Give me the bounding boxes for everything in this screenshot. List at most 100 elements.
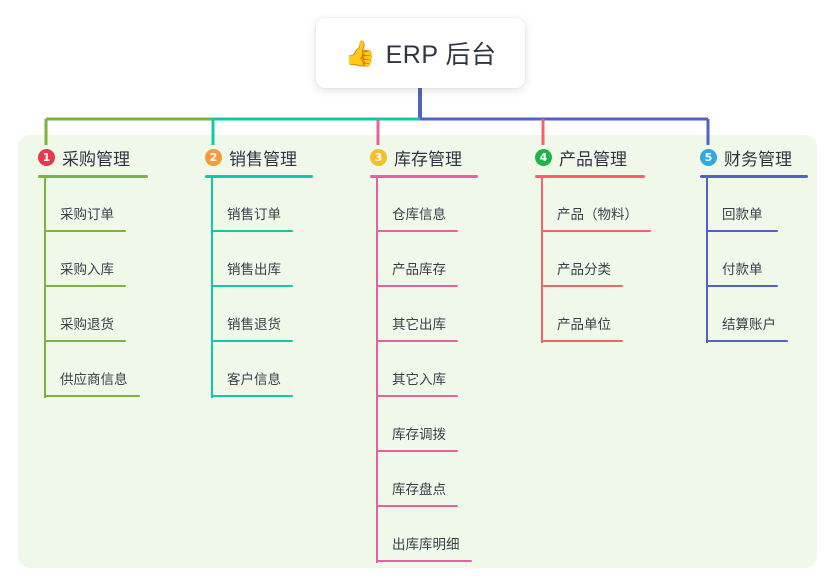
- leaf-node[interactable]: 其它出库: [370, 288, 478, 343]
- branch-spine: [376, 178, 378, 563]
- leaf-node[interactable]: 采购订单: [38, 178, 148, 233]
- leaf-label: 出库库明细: [392, 537, 460, 552]
- branch-children: 回款单付款单结算账户: [700, 178, 808, 343]
- branch-header-5[interactable]: 5 财务管理: [700, 145, 808, 169]
- branch-number-badge: 4: [535, 148, 552, 166]
- leaf-node[interactable]: 仓库信息: [370, 178, 478, 233]
- leaf-label: 库存调拨: [392, 427, 446, 442]
- leaf-label: 付款单: [722, 262, 763, 277]
- branch-title: 采购管理: [62, 149, 130, 169]
- diagram-canvas: [18, 135, 817, 568]
- leaf-rule: [541, 340, 623, 342]
- leaf-rule: [211, 230, 293, 232]
- branch-column-5: 5 财务管理回款单付款单结算账户: [700, 145, 808, 343]
- leaf-node[interactable]: 产品分类: [535, 233, 645, 288]
- root-node-content: 👍 ERP 后台: [344, 35, 496, 71]
- thumbs-up-icon: 👍: [344, 38, 376, 68]
- leaf-node[interactable]: 产品单位: [535, 288, 645, 343]
- leaf-label: 销售退货: [227, 317, 281, 332]
- leaf-label: 客户信息: [227, 372, 281, 387]
- branch-title: 财务管理: [724, 149, 792, 169]
- leaf-label: 产品（物料）: [557, 207, 638, 222]
- leaf-label: 其它入库: [392, 372, 446, 387]
- leaf-node[interactable]: 产品库存: [370, 233, 478, 288]
- leaf-node[interactable]: 采购入库: [38, 233, 148, 288]
- branch-header-rule: [370, 175, 478, 178]
- root-node[interactable]: 👍 ERP 后台: [316, 18, 525, 88]
- branch-title: 产品管理: [559, 149, 627, 169]
- leaf-node[interactable]: 库存调拨: [370, 398, 478, 453]
- branch-header-rule: [535, 175, 645, 178]
- root-title: ERP 后台: [385, 41, 497, 69]
- branch-header-rule: [38, 175, 148, 178]
- leaf-rule: [376, 395, 458, 397]
- branch-number-badge: 1: [38, 148, 55, 166]
- leaf-label: 销售订单: [227, 207, 281, 222]
- leaf-label: 采购退货: [60, 317, 114, 332]
- branch-children: 产品（物料） 产品分类产品单位: [535, 178, 651, 343]
- branch-spine: [44, 178, 46, 398]
- leaf-label: 采购订单: [60, 207, 114, 222]
- leaf-label: 仓库信息: [392, 207, 446, 222]
- leaf-node[interactable]: 销售订单: [205, 178, 313, 233]
- leaf-label: 回款单: [722, 207, 763, 222]
- branch-header-4[interactable]: 4 产品管理: [535, 145, 645, 169]
- leaf-rule: [706, 340, 788, 342]
- branch-column-4: 4 产品管理产品（物料） 产品分类产品单位: [535, 145, 651, 343]
- branch-children: 销售订单销售出库销售退货客户信息: [205, 178, 313, 398]
- leaf-rule: [211, 340, 293, 342]
- leaf-label: 产品单位: [557, 317, 611, 332]
- leaf-rule: [211, 395, 293, 397]
- leaf-rule: [541, 285, 623, 287]
- leaf-rule: [44, 230, 126, 232]
- leaf-label: 供应商信息: [60, 372, 128, 387]
- branch-header-1[interactable]: 1 采购管理: [38, 145, 148, 169]
- leaf-label: 结算账户: [722, 317, 776, 332]
- leaf-rule: [376, 505, 458, 507]
- branch-column-1: 1 采购管理采购订单采购入库采购退货供应商信息: [38, 145, 148, 398]
- leaf-node[interactable]: 其它入库: [370, 343, 478, 398]
- leaf-node[interactable]: 付款单: [700, 233, 808, 288]
- leaf-node[interactable]: 回款单: [700, 178, 808, 233]
- leaf-label: 产品库存: [392, 262, 446, 277]
- leaf-node[interactable]: 库存盘点: [370, 453, 478, 508]
- leaf-node[interactable]: 供应商信息: [38, 343, 148, 398]
- leaf-rule: [376, 285, 458, 287]
- leaf-rule: [376, 340, 458, 342]
- branch-number-badge: 3: [370, 148, 387, 166]
- leaf-node[interactable]: 出库库明细: [370, 508, 478, 563]
- leaf-label: 采购入库: [60, 262, 114, 277]
- leaf-label: 库存盘点: [392, 482, 446, 497]
- leaf-node[interactable]: 销售出库: [205, 233, 313, 288]
- branch-header-rule: [205, 175, 313, 178]
- branch-title: 销售管理: [229, 149, 297, 169]
- leaf-label: 其它出库: [392, 317, 446, 332]
- leaf-rule: [706, 285, 778, 287]
- branch-title: 库存管理: [394, 149, 462, 169]
- leaf-rule: [376, 450, 458, 452]
- leaf-rule: [44, 285, 126, 287]
- branch-children: 采购订单采购入库采购退货供应商信息: [38, 178, 148, 398]
- branch-children: 仓库信息产品库存其它出库其它入库库存调拨库存盘点出库库明细: [370, 178, 478, 563]
- leaf-node[interactable]: 采购退货: [38, 288, 148, 343]
- leaf-rule: [706, 230, 778, 232]
- branch-column-3: 3 库存管理仓库信息产品库存其它出库其它入库库存调拨库存盘点出库库明细: [370, 145, 478, 563]
- leaf-rule: [376, 560, 472, 562]
- leaf-label: 产品分类: [557, 262, 611, 277]
- leaf-label: 销售出库: [227, 262, 281, 277]
- leaf-node[interactable]: 客户信息: [205, 343, 313, 398]
- branch-spine: [211, 178, 213, 398]
- leaf-node[interactable]: 产品（物料）: [535, 178, 651, 233]
- leaf-rule: [376, 230, 458, 232]
- leaf-node[interactable]: 销售退货: [205, 288, 313, 343]
- branch-header-3[interactable]: 3 库存管理: [370, 145, 478, 169]
- leaf-rule: [44, 395, 140, 397]
- leaf-rule: [541, 230, 651, 232]
- leaf-node[interactable]: 结算账户: [700, 288, 808, 343]
- branch-spine: [706, 178, 708, 343]
- branch-number-badge: 5: [700, 148, 717, 166]
- leaf-rule: [211, 285, 293, 287]
